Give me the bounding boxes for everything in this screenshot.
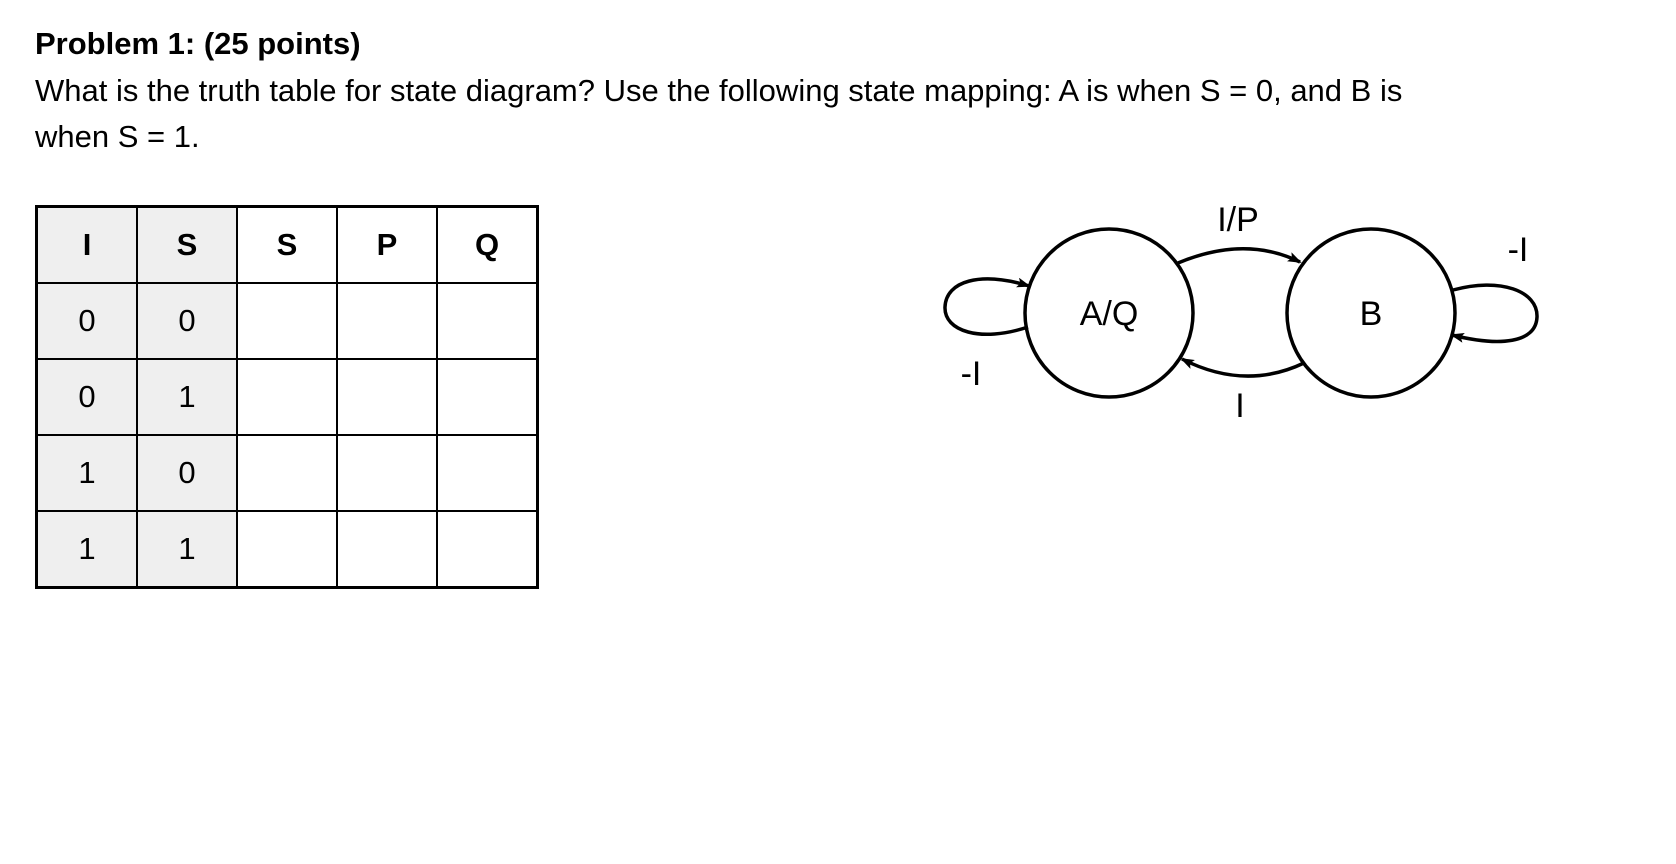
self-loop-b-arrow xyxy=(1450,283,1539,344)
cell-input-i: 1 xyxy=(35,510,138,589)
header-next-state-s: S xyxy=(236,205,338,284)
truth-table-header-row: I S S P Q xyxy=(35,205,539,284)
state-b-label: B xyxy=(1360,295,1383,333)
state-diagram: A/Q B I/P I -I -I xyxy=(943,201,1539,425)
transition-b-to-a-arrow xyxy=(1180,357,1305,378)
table-row: 0 0 xyxy=(35,282,539,360)
self-loop-b-label: -I xyxy=(1508,231,1529,269)
question-line-1: What is the truth table for state diagra… xyxy=(35,73,1403,108)
transition-a-to-b-label: I/P xyxy=(1217,201,1259,239)
state-b-circle xyxy=(1285,227,1457,399)
cell-next-state-s[interactable] xyxy=(236,358,338,436)
table-row: 0 1 xyxy=(35,358,539,436)
self-loop-a-label: -I xyxy=(961,355,982,393)
cell-output-q[interactable] xyxy=(436,282,539,360)
self-loop-a-arrow xyxy=(943,277,1031,336)
cell-input-i: 0 xyxy=(35,358,138,436)
truth-table: I S S P Q 0 0 0 1 1 0 1 xyxy=(35,205,539,589)
problem-question: What is the truth table for state diagra… xyxy=(35,68,1595,160)
cell-current-state-s: 1 xyxy=(136,510,238,589)
header-input-i: I xyxy=(35,205,138,284)
cell-output-p[interactable] xyxy=(336,358,438,436)
cell-output-p[interactable] xyxy=(336,510,438,589)
cell-output-p[interactable] xyxy=(336,434,438,512)
problem-title: Problem 1: (25 points) xyxy=(35,26,361,61)
transition-b-to-a-label: I xyxy=(1235,387,1244,425)
transition-a-to-b-arrow xyxy=(1177,247,1302,265)
state-a-circle xyxy=(1023,227,1195,399)
cell-output-p[interactable] xyxy=(336,282,438,360)
header-current-state-s: S xyxy=(136,205,238,284)
cell-current-state-s: 1 xyxy=(136,358,238,436)
cell-output-q[interactable] xyxy=(436,434,539,512)
cell-current-state-s: 0 xyxy=(136,434,238,512)
cell-next-state-s[interactable] xyxy=(236,510,338,589)
cell-current-state-s: 0 xyxy=(136,282,238,360)
table-row: 1 0 xyxy=(35,434,539,512)
table-row: 1 1 xyxy=(35,510,539,589)
header-output-q: Q xyxy=(436,205,539,284)
cell-input-i: 1 xyxy=(35,434,138,512)
cell-output-q[interactable] xyxy=(436,358,539,436)
cell-output-q[interactable] xyxy=(436,510,539,589)
cell-next-state-s[interactable] xyxy=(236,434,338,512)
cell-next-state-s[interactable] xyxy=(236,282,338,360)
cell-input-i: 0 xyxy=(35,282,138,360)
state-a-label: A/Q xyxy=(1080,295,1139,333)
header-output-p: P xyxy=(336,205,438,284)
question-line-2: when S = 1. xyxy=(35,119,200,154)
